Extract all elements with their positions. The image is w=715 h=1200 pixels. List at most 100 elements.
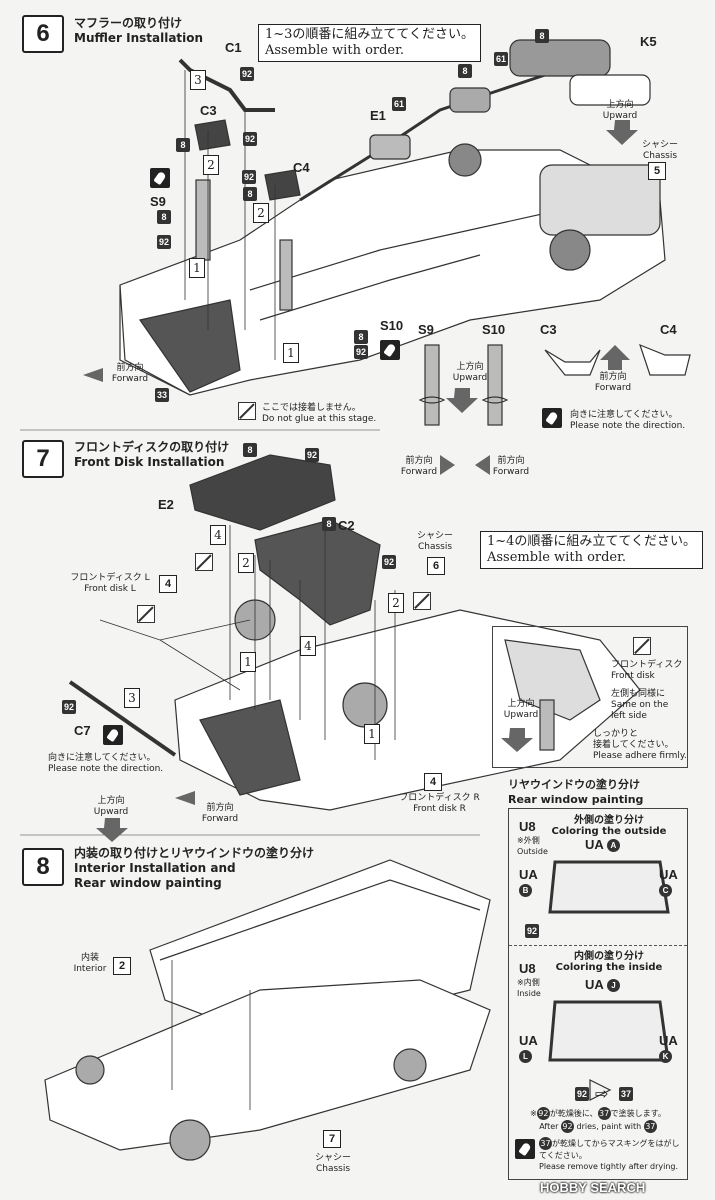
- forward-jp: 前方向: [206, 803, 234, 813]
- part-tag-92: 92: [243, 132, 257, 146]
- order-note-en: Assemble with order.: [487, 550, 627, 565]
- step-8-title-en2: Rear window painting: [74, 876, 222, 890]
- part-label-e1: E1: [370, 108, 386, 123]
- mark-b: B: [519, 884, 532, 898]
- part-tag-33: 33: [155, 388, 169, 402]
- note-en-a: After: [539, 1122, 559, 1131]
- masking-jp: 37が乾燥してからマスキングをはがしてください。: [539, 1137, 685, 1161]
- watermark: HOBBY SEARCH: [540, 1180, 646, 1195]
- outside-title-en: Coloring the outside: [551, 826, 667, 837]
- note-mark: ※: [530, 1109, 537, 1118]
- step-7-title: フロントディスクの取り付け Front Disk Installation: [74, 440, 229, 470]
- part-tag-92: 92: [382, 555, 396, 569]
- chassis-en: Chassis: [315, 1164, 351, 1174]
- part-tag-61: 61: [494, 52, 508, 66]
- part-tag-92: 92: [305, 448, 319, 462]
- mark-a: A: [606, 839, 620, 853]
- direction-en: Please note the direction.: [48, 764, 164, 774]
- part-label-s9: S9: [150, 194, 166, 209]
- tag-37-inline: 37: [643, 1120, 657, 1133]
- inset-disk-en: Front disk: [611, 671, 655, 681]
- inside-note: ※内側 Inside: [517, 977, 541, 999]
- step-6-title-jp: マフラーの取り付け: [74, 16, 183, 30]
- upward-jp: 上方向: [456, 362, 484, 372]
- rear-window-title-en: Rear window painting: [508, 793, 644, 806]
- step-7-order-note: 1~4の順番に組み立ててください。 Assemble with order.: [480, 531, 704, 569]
- chassis-jp: シャシー: [314, 1153, 351, 1163]
- step-6-title-en: Muffler Installation: [74, 31, 204, 45]
- outside-en: Outside: [517, 847, 548, 856]
- upward-jp: 上方向: [606, 100, 634, 110]
- part-label-u8: U8: [519, 819, 536, 834]
- step-ref-6: 6: [427, 557, 445, 575]
- upward-en: Upward: [503, 710, 539, 720]
- sequence-1: 1: [283, 343, 299, 363]
- ua-label: UA: [659, 867, 678, 882]
- rear-window-title: リヤウインドウの塗り分け Rear window painting: [508, 777, 643, 807]
- glue-icon: [542, 408, 562, 428]
- arrow-right-icon: ⇨: [595, 1084, 609, 1103]
- same-jp: 左側も同様に: [611, 689, 666, 699]
- disk-r-jp: フロントディスク R: [399, 793, 480, 803]
- no-glue-icon: [238, 402, 256, 420]
- outside-title-jp: 外側の塗り分け: [574, 815, 644, 826]
- tag-37-inline: 37: [539, 1137, 552, 1150]
- chassis-jp: シャシー: [416, 531, 453, 541]
- sequence-2: 2: [238, 553, 254, 573]
- part-label-c7: C7: [74, 723, 91, 738]
- adhere-en: Please adhere firmly.: [593, 751, 687, 761]
- sequence-1: 1: [240, 652, 256, 672]
- outside-note: ※外側 Outside: [517, 835, 548, 857]
- step-7-number: 7: [22, 440, 64, 478]
- part-label-e2: E2: [158, 497, 174, 512]
- step-7-upward-label: 上方向 Upward: [86, 796, 136, 818]
- direction-jp: 向きに注意してください。: [570, 410, 678, 420]
- part-label-c4: C4: [293, 160, 310, 175]
- step-8-title-jp: 内装の取り付けとリヤウインドウの塗り分け: [74, 846, 315, 860]
- forward-jp: 前方向: [497, 456, 525, 466]
- inset-disk-label: フロントディスク Front disk: [611, 660, 682, 682]
- interior-en: Interior: [73, 964, 107, 974]
- direction-en: Please note the direction.: [570, 421, 686, 431]
- sequence-1: 1: [364, 724, 380, 744]
- step-6-title: マフラーの取り付け Muffler Installation: [74, 16, 203, 46]
- inside-title-jp: 内側の塗り分け: [574, 951, 644, 962]
- upward-jp: 上方向: [97, 796, 125, 806]
- part-tag-92: 92: [62, 700, 76, 714]
- forward-jp: 前方向: [116, 363, 144, 373]
- part-tag-92: 92: [575, 1087, 589, 1101]
- step-7-title-en: Front Disk Installation: [74, 455, 225, 469]
- rear-window-title-jp: リヤウインドウの塗り分け: [508, 778, 640, 791]
- adhere-jp1: しっかりと: [593, 729, 639, 739]
- masking-jp-text: が乾燥してからマスキングをはがしてください。: [539, 1139, 680, 1160]
- step-6-upward-label: 上方向 Upward: [590, 100, 650, 122]
- disk-l-en: Front disk L: [84, 584, 136, 594]
- detail-forward-label-right: 前方向 Forward: [488, 456, 534, 478]
- step-ref-2: 2: [113, 957, 131, 975]
- glue-icon: [380, 340, 400, 360]
- detail-label-s10: S10: [482, 322, 506, 337]
- mark-j: J: [606, 979, 620, 993]
- step-6-chassis-label: シャシー Chassis: [635, 140, 685, 162]
- mark-c: C: [659, 884, 672, 898]
- chassis-en: Chassis: [642, 151, 678, 161]
- step-7-title-jp: フロントディスクの取り付け: [74, 440, 230, 454]
- outside-title: 外側の塗り分け Coloring the outside: [549, 815, 669, 837]
- step-8-chassis-label: シャシー Chassis: [308, 1153, 358, 1175]
- step-6-number: 6: [22, 15, 64, 53]
- upward-en: Upward: [93, 807, 129, 817]
- no-glue-icon: [413, 592, 431, 610]
- disk-r-en: Front disk R: [413, 804, 466, 814]
- interior-label: 内装 Interior: [70, 953, 110, 975]
- inside-en: Inside: [517, 989, 541, 998]
- front-disk-inset: フロントディスク Front disk 左側も同様に Same on the l…: [492, 626, 688, 768]
- no-glue-note: ここでは接着しません。 Do not glue at this stage.: [262, 403, 376, 425]
- tag-37-inline: 37: [597, 1107, 611, 1120]
- part-tag-8: 8: [322, 517, 336, 531]
- step-ref-4: 4: [424, 773, 442, 791]
- part-label-u8: U8: [519, 961, 536, 976]
- sequence-1: 1: [189, 258, 205, 278]
